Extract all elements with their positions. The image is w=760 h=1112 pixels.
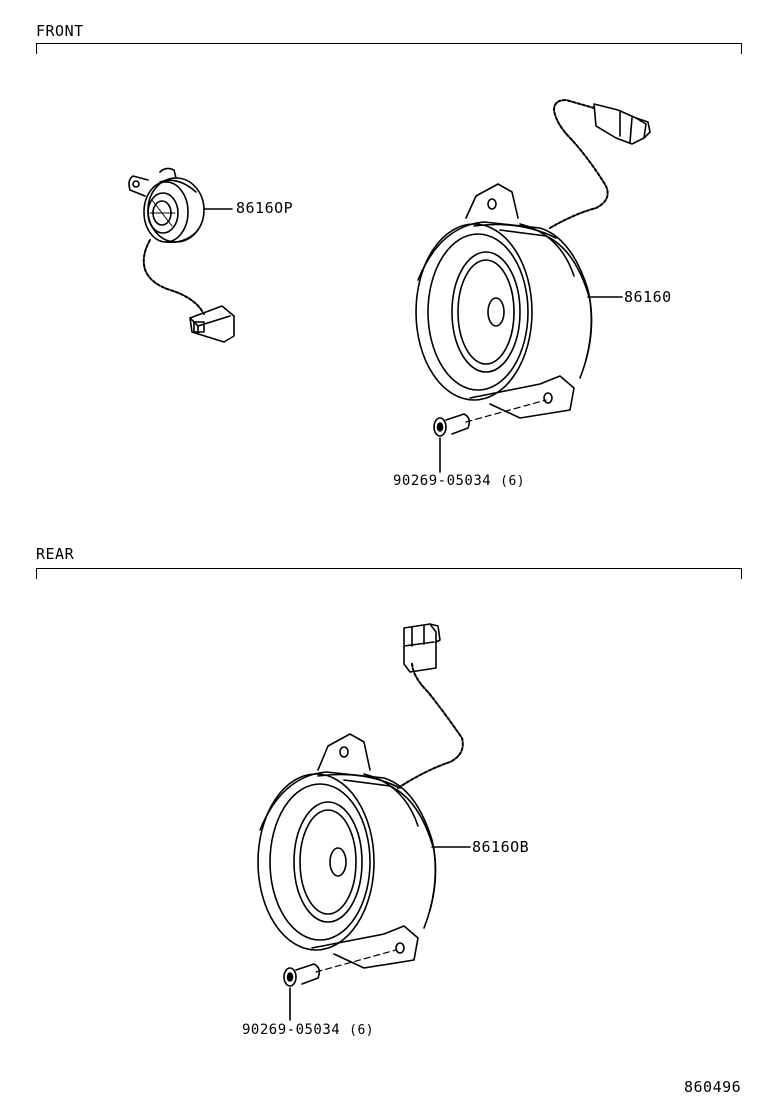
rear-screw-number: 90269-05034 xyxy=(242,1022,341,1038)
label-front-speaker-part: 86160 xyxy=(624,288,672,306)
label-rear-screw-part: 90269-05034 (6) xyxy=(242,1023,374,1037)
rear-speaker-drawing xyxy=(258,624,470,1020)
label-tweeter-part: 8616OP xyxy=(236,199,294,217)
front-screw-quantity: (6) xyxy=(500,474,526,489)
section-front-bracket xyxy=(36,43,742,54)
section-front-title: FRONT xyxy=(36,22,84,40)
label-front-screw-part: 90269-05034 (6) xyxy=(393,474,525,488)
front-speaker-drawing xyxy=(416,100,650,472)
diagram-id: 860496 xyxy=(684,1078,742,1096)
tweeter-drawing xyxy=(129,168,234,342)
rear-screw-quantity: (6) xyxy=(349,1023,375,1038)
section-rear-title: REAR xyxy=(36,545,75,563)
front-screw-number: 90269-05034 xyxy=(393,473,492,489)
section-rear-bracket xyxy=(36,568,742,579)
label-rear-speaker-part: 8616OB xyxy=(472,838,530,856)
